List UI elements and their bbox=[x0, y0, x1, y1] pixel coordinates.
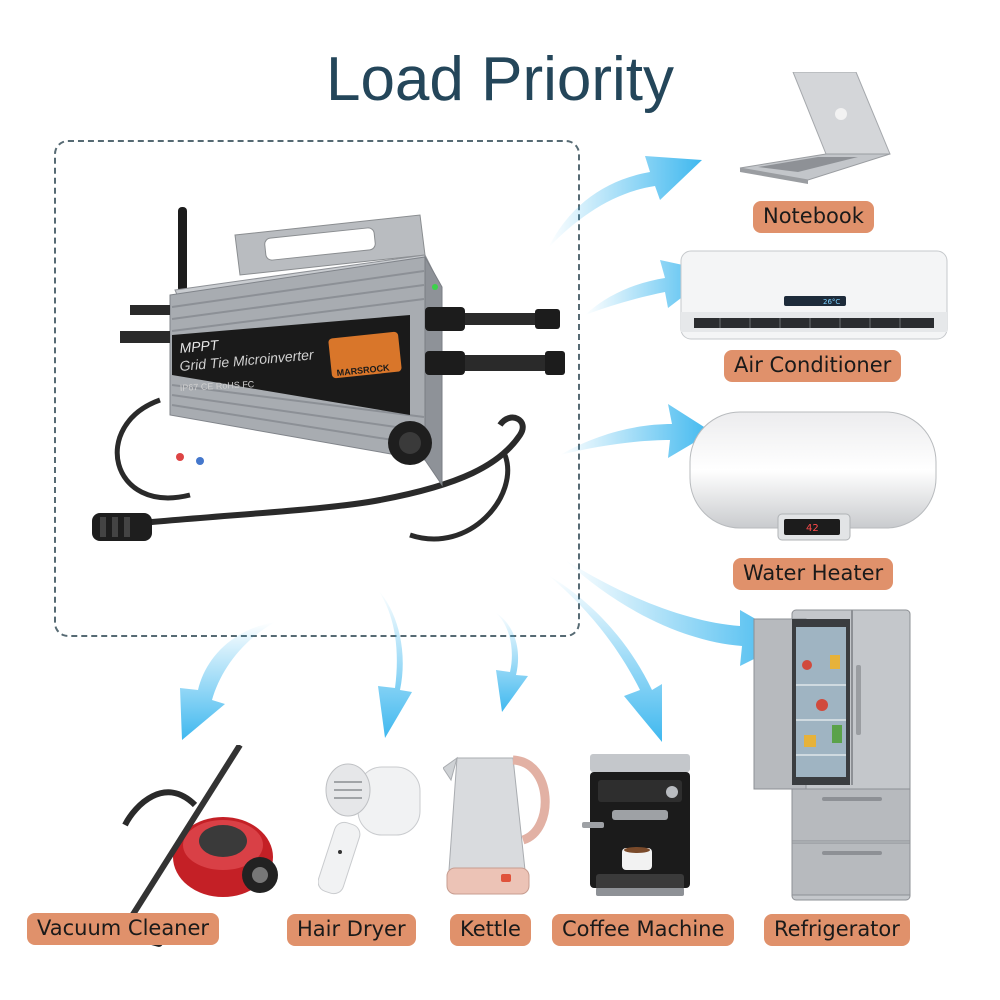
label-water-heater: Water Heater bbox=[733, 558, 894, 590]
arrow-to-kettle bbox=[495, 612, 528, 712]
device-cert-text: IP67 CE RoHS FC bbox=[180, 379, 255, 393]
label-notebook: Notebook bbox=[753, 201, 874, 233]
arrow-to-refrigerator bbox=[565, 560, 792, 666]
notebook-image bbox=[739, 72, 891, 184]
label-refrigerator: Refrigerator bbox=[764, 914, 910, 946]
device-mppt-text: MPPT bbox=[179, 337, 221, 356]
heater-display-text: 42 bbox=[806, 523, 819, 534]
arrow-to-vacuum-cleaner bbox=[180, 622, 275, 740]
water-heater-image: 42 bbox=[689, 411, 937, 541]
arrow-to-coffee-machine bbox=[548, 575, 662, 742]
ac-display-text: 26°C bbox=[823, 298, 840, 306]
inverter-frame bbox=[54, 140, 580, 637]
refrigerator-image bbox=[753, 609, 911, 901]
arrow-to-hair-dryer bbox=[378, 590, 412, 738]
coffee-machine-image bbox=[582, 754, 690, 896]
arrow-to-notebook bbox=[548, 156, 702, 248]
page-title: Load Priority bbox=[325, 45, 675, 114]
arrow-to-water-heater bbox=[560, 404, 712, 458]
hair-dryer-image bbox=[318, 763, 421, 895]
label-hair-dryer: Hair Dryer bbox=[287, 914, 416, 946]
label-vacuum-cleaner: Vacuum Cleaner bbox=[27, 913, 220, 945]
label-air-conditioner: Air Conditioner bbox=[724, 350, 902, 382]
label-kettle: Kettle bbox=[450, 914, 531, 946]
air-conditioner-image: 26°C bbox=[680, 250, 948, 340]
kettle-image bbox=[443, 755, 550, 895]
label-coffee-machine: Coffee Machine bbox=[552, 914, 735, 946]
microinverter-image: MPPT Grid Tie Microinverter IP67 CE RoHS… bbox=[92, 207, 565, 542]
